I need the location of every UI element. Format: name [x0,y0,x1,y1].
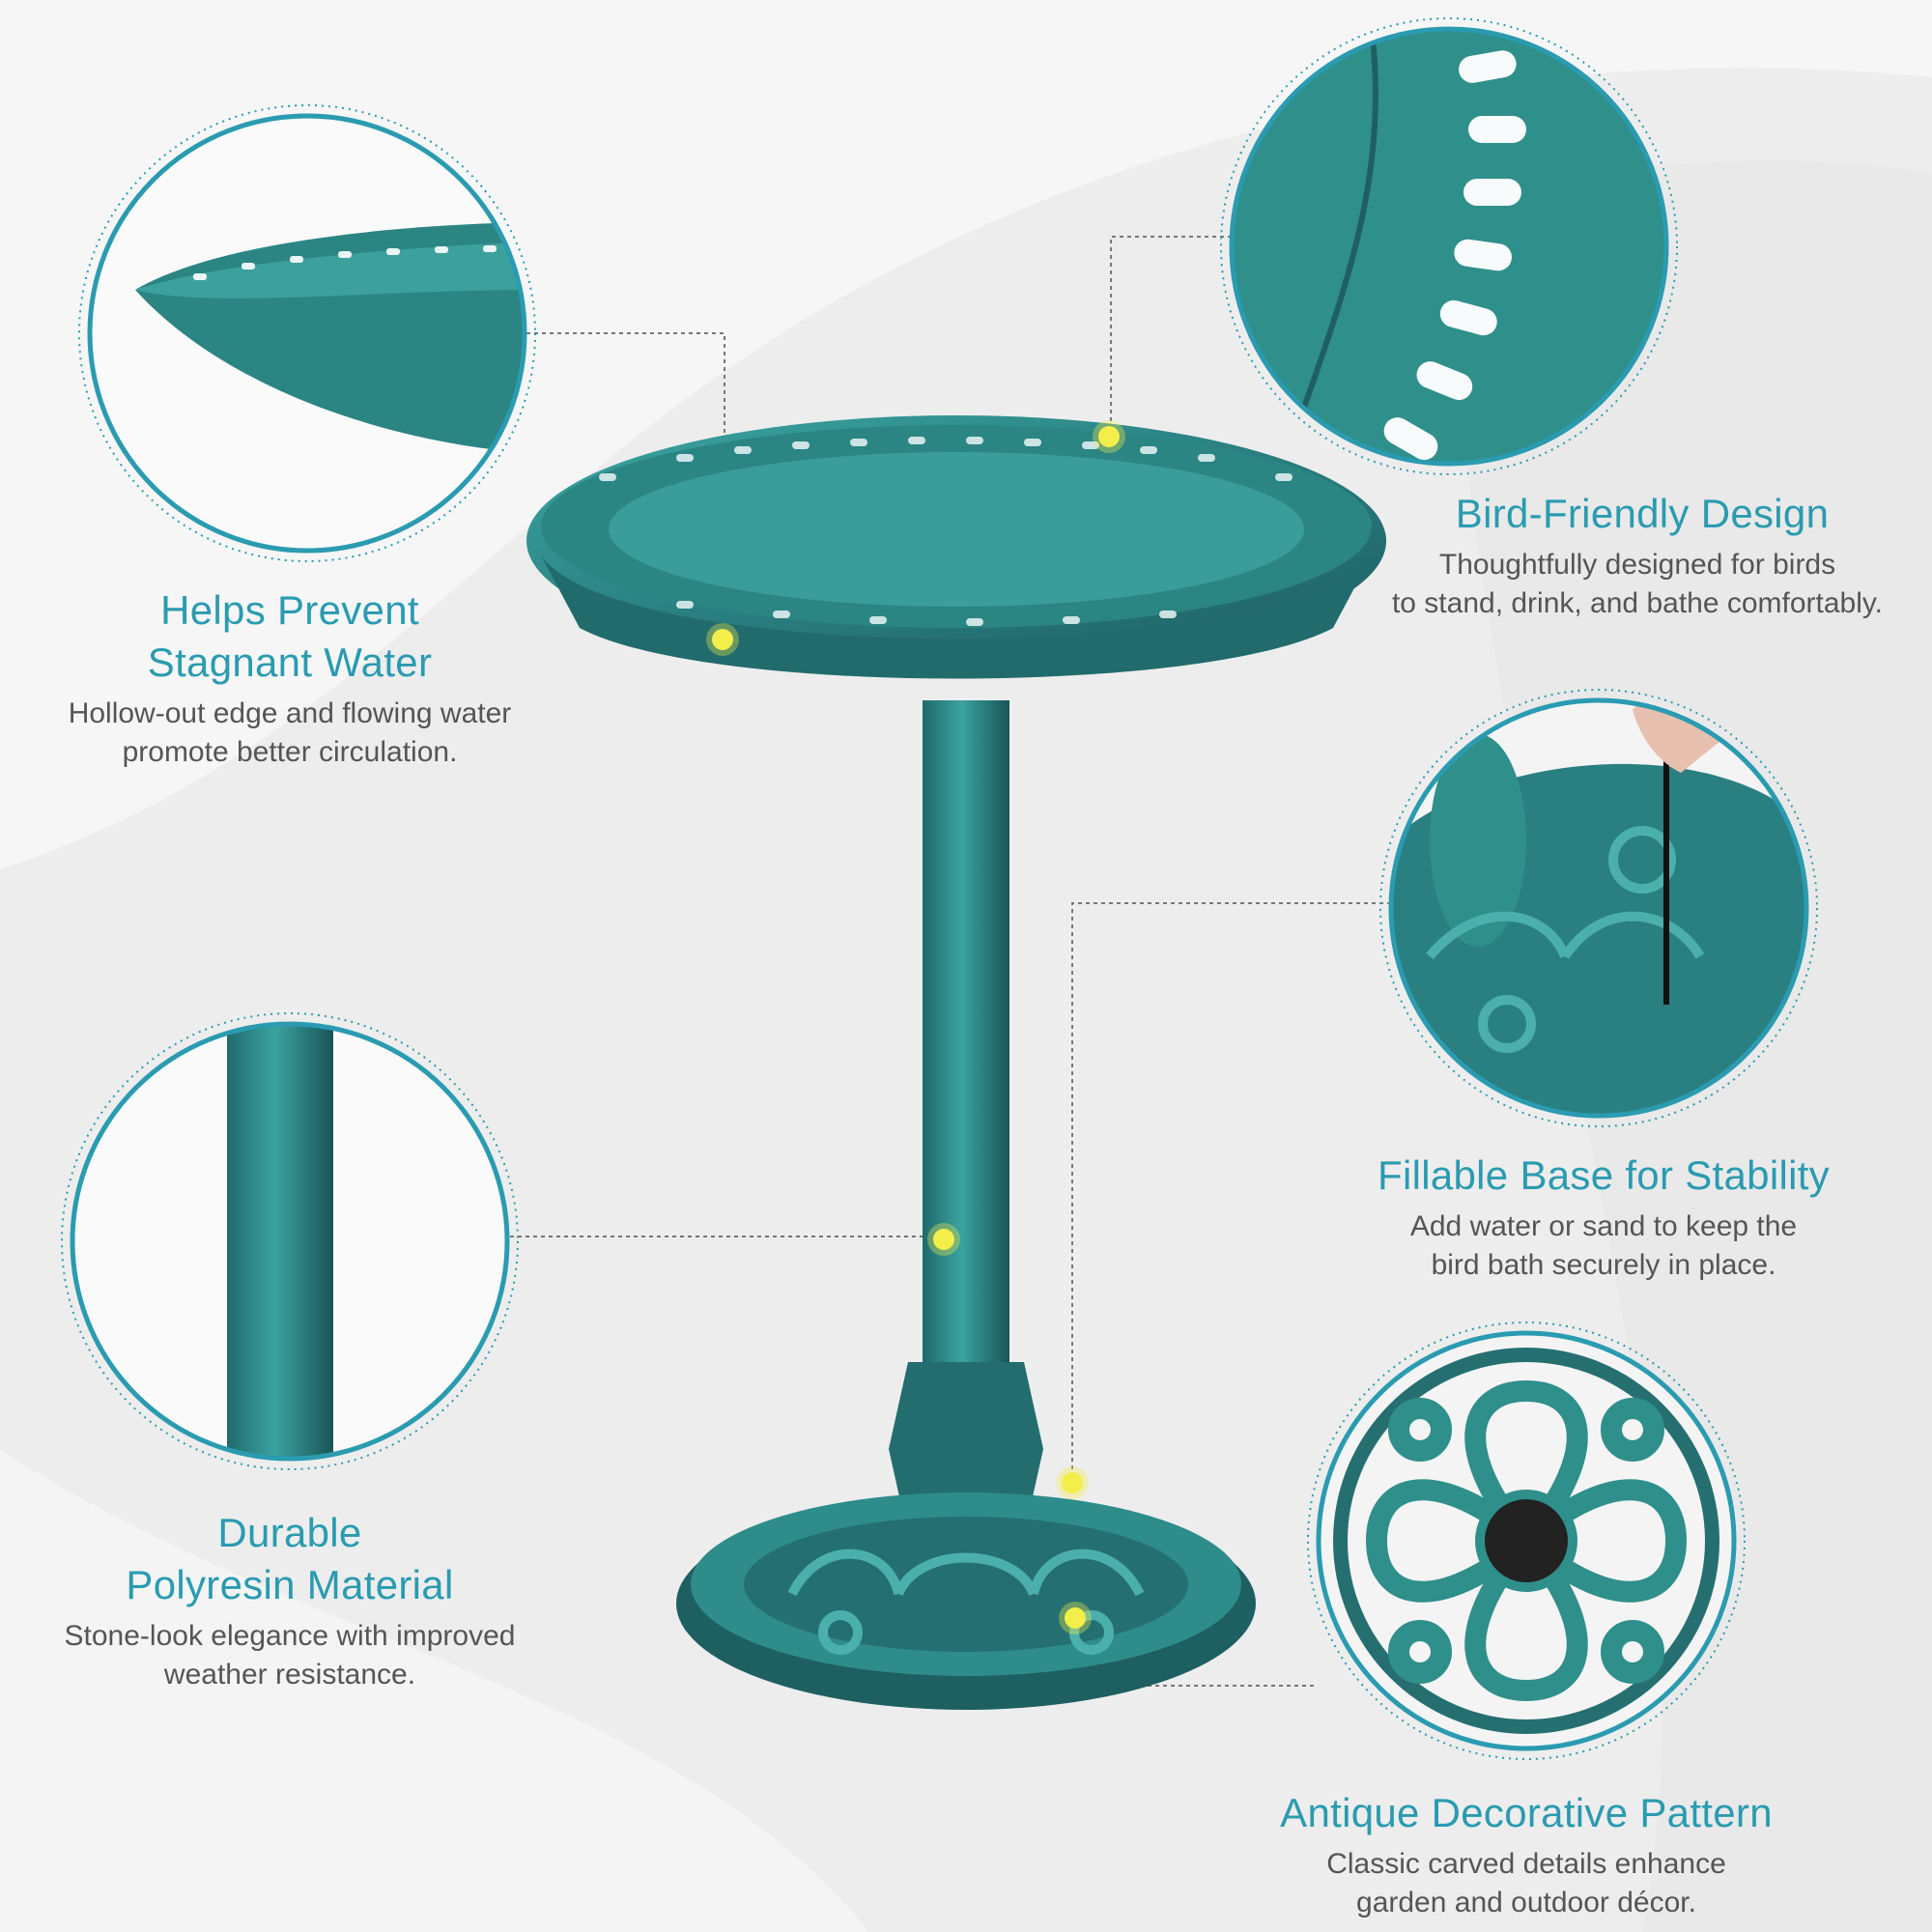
detail-circle-pole [61,1012,519,1470]
desc-line: Thoughtfully designed for birds [1438,549,1836,581]
title-line: Durable [217,1510,362,1555]
detail-circle-pattern [1307,1321,1746,1760]
bird-bath-basin [526,415,1386,679]
desc-line: Classic carved details enhance [1326,1848,1726,1880]
feature-title: Fillable Base for Stability [1378,1152,1830,1198]
feature-description: Add water or sand to keep the bird bath … [1314,1208,1893,1285]
feature-title: Antique Decorative Pattern [1280,1790,1773,1835]
desc-line: garden and outdoor décor. [1356,1887,1696,1918]
feature-durable-material: Durable Polyresin Material Stone-look el… [19,1507,560,1694]
feature-bird-friendly: Bird-Friendly Design Thoughtfully design… [1352,488,1932,623]
feature-description: Thoughtfully designed for birds to stand… [1343,546,1932,623]
feature-description: Hollow-out edge and flowing water promot… [19,695,560,772]
desc-line: bird bath securely in place. [1431,1249,1776,1281]
title-line: Polyresin Material [126,1562,454,1607]
title-line: Helps Prevent [160,587,419,633]
title-line: Stagnant Water [147,639,433,685]
feature-title: Durable Polyresin Material [19,1507,560,1611]
desc-line: Stone-look elegance with improved [64,1620,516,1652]
feature-fillable-base: Fillable Base for Stability Add water or… [1314,1150,1893,1285]
highlight-dots [706,420,1125,1634]
feature-stagnant-water: Helps Prevent Stagnant Water Hollow-out … [19,584,560,772]
desc-line: Add water or sand to keep the [1409,1210,1798,1242]
desc-line: promote better circulation. [122,736,458,768]
feature-title: Bird-Friendly Design [1455,491,1830,536]
detail-circle-fillable-base [1379,689,1818,1127]
detail-circle-rim [1220,17,1678,475]
feature-title: Helps Prevent Stagnant Water [19,584,560,689]
desc-line: weather resistance. [163,1659,416,1690]
bird-bath-base [676,1492,1256,1710]
feature-description: Stone-look elegance with improved weathe… [19,1617,560,1694]
feature-description: Classic carved details enhance garden an… [1227,1845,1826,1922]
desc-line: to stand, drink, and bathe comfortably. [1391,587,1884,619]
feature-antique-pattern: Antique Decorative Pattern Classic carve… [1227,1787,1826,1922]
desc-line: Hollow-out edge and flowing water [68,697,512,729]
detail-circle-basin-edge [78,104,536,562]
